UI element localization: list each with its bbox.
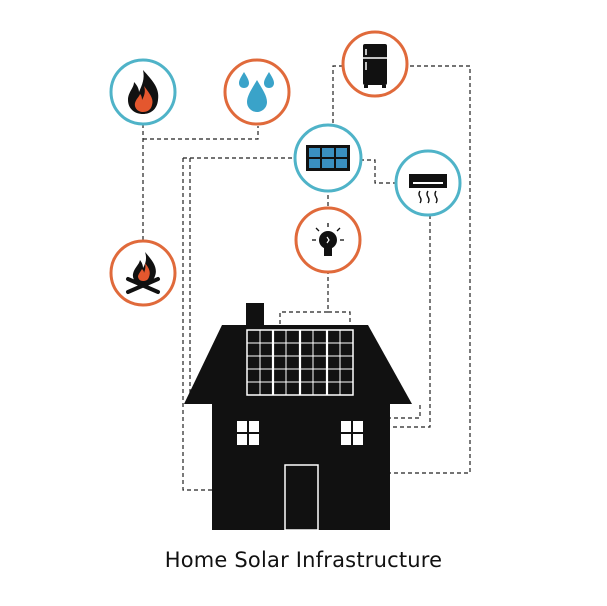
- node-refrigerator: [341, 30, 409, 98]
- node-solar-panel: [293, 123, 363, 193]
- node-lighting: [294, 206, 362, 274]
- house-window-right: [341, 421, 363, 445]
- house-window-left: [237, 421, 259, 445]
- rooftop-solar-array: [246, 329, 354, 396]
- house-door: [284, 464, 319, 531]
- house: [184, 303, 412, 531]
- campfire-icon: [126, 252, 160, 294]
- node-gas-heat: [109, 58, 177, 126]
- refrigerator-icon: [363, 44, 387, 88]
- node-fireplace: [109, 239, 177, 307]
- flame-icon: [128, 70, 159, 114]
- node-air-conditioner: [394, 149, 462, 217]
- node-water-heater: [223, 58, 291, 126]
- chimney: [246, 303, 264, 328]
- water-drops-icon: [239, 72, 274, 112]
- light-bulb-icon: [312, 223, 344, 256]
- diagram-caption: Home Solar Infrastructure: [164, 548, 443, 572]
- air-conditioner-icon: [409, 174, 447, 204]
- connector-lines: [142, 65, 471, 491]
- solar-panel-icon: [306, 145, 350, 171]
